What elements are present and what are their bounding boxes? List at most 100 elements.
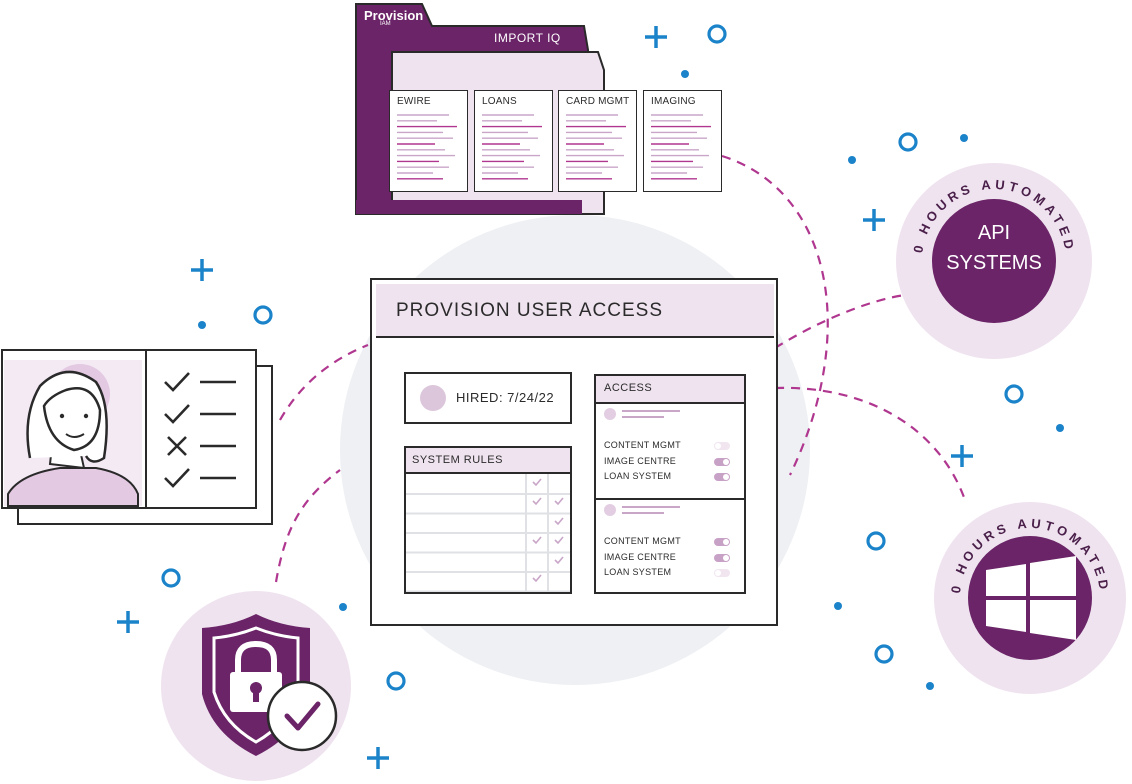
windows-badge: 0 HOURS AUTOMATED [930, 492, 1130, 698]
access-toggle[interactable] [714, 473, 730, 481]
document-title: EWIRE [397, 96, 431, 107]
sparkle-plus-icon [645, 26, 667, 48]
api-badge-graphic: 0 HOURS AUTOMATED [896, 163, 1092, 359]
sparkle-dot-icon [960, 134, 968, 142]
folder-document: IMAGING [643, 90, 722, 192]
access-item-label: LOAN SYSTEM [604, 471, 672, 481]
provision-user-access-window: PROVISION USER ACCESS HIRED: 7/24/22 SYS… [370, 278, 778, 626]
sparkle-dot-icon [834, 602, 842, 610]
hired-date: HIRED: 7/24/22 [456, 390, 555, 405]
document-title: LOANS [482, 96, 517, 107]
api-label-line2: SYSTEMS [946, 252, 1042, 274]
sparkle-dot-icon [198, 321, 206, 329]
toggle-knob [723, 458, 729, 465]
access-user-line [622, 416, 664, 418]
access-toggle[interactable] [714, 457, 730, 466]
access-toggle[interactable] [714, 538, 730, 546]
sparkle-plus-icon [117, 611, 139, 633]
document-text-lines [482, 114, 542, 180]
sparkle-ring-icon [898, 132, 918, 152]
access-panel: ACCESS CONTENT MGMT IMAGE CENTRE LOAN SYST… [594, 374, 746, 594]
toggle-knob [715, 443, 721, 449]
sparkle-plus-icon [191, 259, 213, 281]
rule-check-icon [554, 497, 564, 506]
access-toggle[interactable] [714, 569, 730, 577]
sparkle-plus-icon [367, 747, 389, 769]
user-avatar-icon [420, 385, 446, 411]
sparkle-dot-icon [926, 682, 934, 690]
system-rules-header [406, 448, 570, 474]
document-text-lines [397, 114, 457, 180]
sparkle-dot-icon [1056, 424, 1064, 432]
document-text-lines [651, 114, 711, 180]
toggle-knob [715, 570, 721, 576]
sparkle-ring-icon [1004, 384, 1024, 404]
check-icon [164, 372, 190, 392]
security-badge [161, 591, 351, 781]
checklist [164, 372, 236, 488]
windows-logo-icon [986, 556, 1076, 640]
access-user-line [622, 506, 680, 508]
windows-badge-graphic: 0 HOURS AUTOMATED [934, 502, 1126, 694]
access-item-label: IMAGE CENTRE [604, 551, 677, 562]
api-systems-badge: 0 HOURS AUTOMATED API SYSTEMS [894, 158, 1094, 364]
sparkle-dot-icon [681, 70, 689, 78]
sparkles [117, 24, 1064, 769]
access-toggle[interactable] [714, 553, 730, 562]
cross-icon [167, 436, 187, 456]
brand-sub: IAM [380, 21, 391, 27]
window-title: PROVISION USER ACCESS [396, 300, 664, 321]
rule-check-icon [532, 497, 542, 506]
sparkle-ring-icon [707, 24, 727, 44]
brand-name: Provision [364, 8, 424, 23]
sparkle-ring-icon [161, 568, 181, 588]
access-item-label: IMAGE CENTRE [604, 455, 677, 466]
toggle-knob [723, 554, 729, 561]
toggle-knob [723, 539, 729, 545]
sparkle-ring-icon [874, 644, 894, 664]
sparkle-ring-icon [386, 671, 406, 691]
document-text-lines [566, 114, 626, 180]
hired-card: HIRED: 7/24/22 [404, 372, 572, 424]
access-item-label: CONTENT MGMT [604, 536, 681, 546]
sparkle-plus-icon [863, 209, 885, 231]
access-title: ACCESS [604, 382, 653, 394]
check-icon [164, 468, 190, 488]
folder-document: LOANS [474, 90, 553, 192]
access-item-label: CONTENT MGMT [604, 440, 681, 450]
access-divider [596, 498, 744, 500]
sparkle-dot-icon [848, 156, 856, 164]
folder-document: CARD MGMT [558, 90, 637, 192]
sparkle-dot-icon [339, 603, 347, 611]
folder-title: IMPORT IQ [494, 31, 561, 45]
system-rules-panel: SYSTEM RULES [404, 446, 572, 594]
folder-document: EWIRE [389, 90, 468, 192]
system-rules-title: SYSTEM RULES [412, 454, 503, 466]
rule-check-icon [532, 574, 542, 583]
access-user-line [622, 512, 664, 514]
dashed-connectors [274, 154, 967, 583]
access-item-label: LOAN SYSTEM [604, 567, 672, 577]
access-user-line [622, 410, 680, 412]
profile-card [1, 349, 273, 525]
sparkle-plus-icon [951, 445, 973, 467]
sparkle-ring-icon [253, 305, 273, 325]
sparkle-ring-icon [866, 531, 886, 551]
document-title: CARD MGMT [566, 96, 630, 107]
rule-check-icon [554, 556, 564, 565]
check-circle-icon [266, 680, 338, 752]
access-toggle[interactable] [714, 442, 730, 450]
rule-check-icon [532, 478, 542, 487]
window-title-bar [376, 284, 774, 338]
rule-check-icon [554, 536, 564, 545]
check-icon [164, 404, 190, 424]
rule-check-icon [532, 536, 542, 545]
folder-brand-logo: Provision IAM [364, 8, 423, 27]
system-rules-grid [406, 474, 570, 592]
access-user-avatar-icon [604, 504, 616, 516]
person-avatar-icon [4, 360, 142, 507]
access-user-avatar-icon [604, 408, 616, 420]
toggle-knob [723, 474, 729, 480]
document-title: IMAGING [651, 96, 696, 107]
access-header [596, 376, 744, 404]
